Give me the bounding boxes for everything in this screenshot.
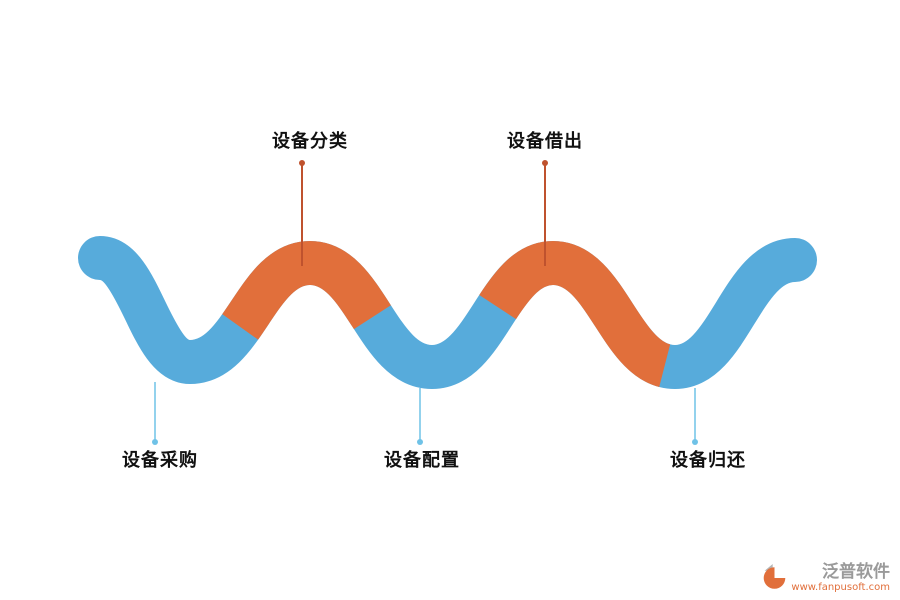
watermark: 泛普软件 www.fanpusoft.com: [761, 562, 890, 594]
fanpu-logo-icon: [764, 563, 786, 589]
connector-dot-equipment-classification: [299, 160, 305, 166]
wave-blue-path: [78, 236, 817, 390]
connector-dot-equipment-lending: [542, 160, 548, 166]
step-label-equipment-return: 设备归还: [670, 450, 746, 471]
watermark-url: www.fanpusoft.com: [791, 582, 890, 593]
connector-dot-equipment-return: [692, 439, 698, 445]
connector-dot-equipment-procurement: [152, 439, 158, 445]
step-label-equipment-procurement: 设备采购: [122, 450, 198, 471]
step-label-equipment-lending: 设备借出: [507, 131, 583, 152]
watermark-brand: 泛普软件: [822, 561, 890, 582]
step-label-equipment-classification: 设备分类: [272, 131, 348, 152]
connector-dot-equipment-configuration: [417, 439, 423, 445]
step-label-equipment-configuration: 设备配置: [384, 450, 460, 471]
